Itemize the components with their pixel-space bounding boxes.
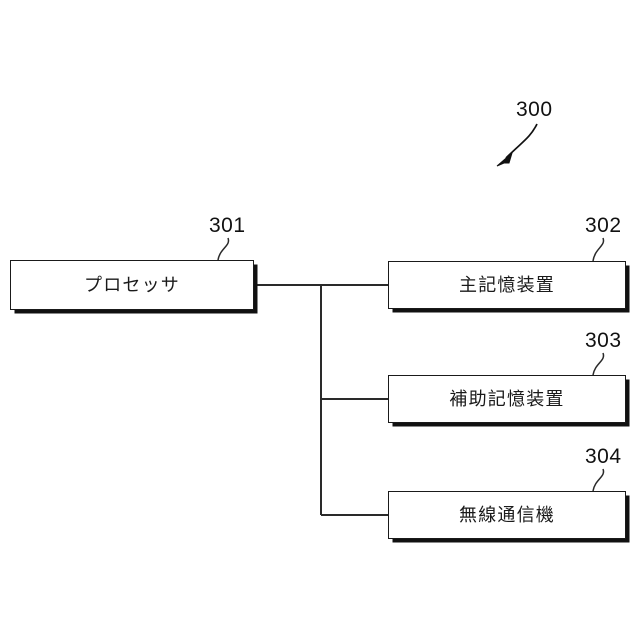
leader-line-301: [217, 237, 230, 261]
reference-numeral-301: 301: [209, 214, 246, 237]
block-processor-label: プロセッサ: [84, 275, 180, 295]
leader-line-300: [505, 123, 538, 159]
arrowhead-300: [496, 151, 513, 167]
leader-line-302: [592, 237, 605, 262]
block-main-memory-label: 主記憶装置: [459, 275, 555, 295]
leader-line-303: [592, 352, 605, 376]
leader-line-304: [592, 468, 605, 492]
block-auxiliary-memory-label: 補助記憶装置: [449, 389, 565, 409]
reference-numeral-300: 300: [516, 98, 553, 121]
reference-numeral-304: 304: [585, 445, 622, 468]
block-wireless-communication-label: 無線通信機: [459, 505, 555, 525]
block-processor: プロセッサ: [10, 260, 254, 310]
block-auxiliary-memory: 補助記憶装置: [388, 375, 626, 423]
block-wireless-communication: 無線通信機: [388, 491, 626, 539]
reference-numeral-303: 303: [585, 329, 622, 352]
leader-lines-refs: [217, 237, 605, 492]
block-main-memory: 主記憶装置: [388, 261, 626, 309]
reference-numeral-302: 302: [585, 214, 622, 237]
